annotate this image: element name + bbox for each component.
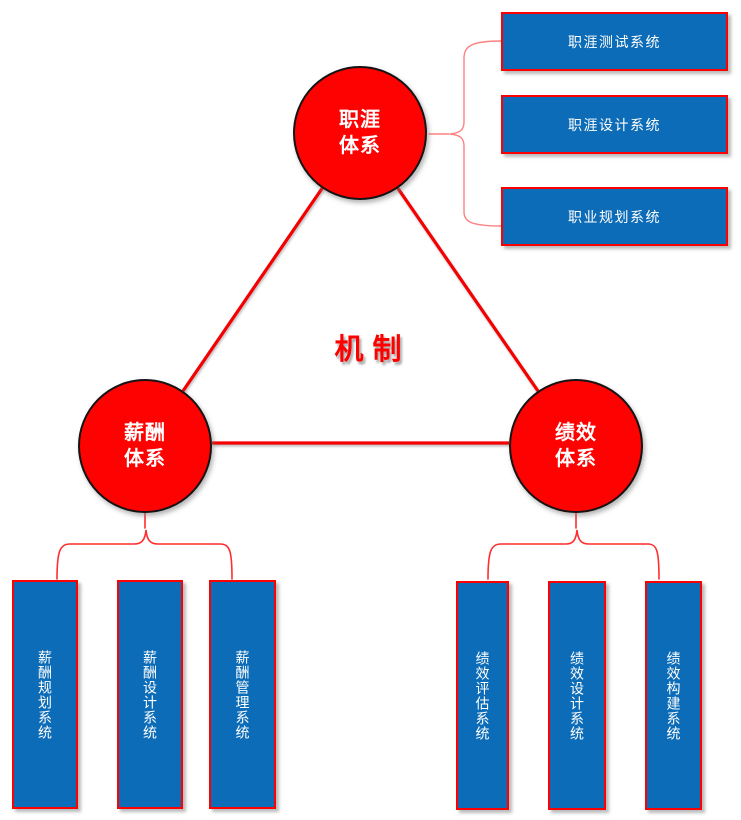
career-brace bbox=[449, 40, 502, 227]
career-system-box-2: 职涯设计系统 bbox=[501, 95, 728, 154]
performance-system-label-2: 绩效设计系统 bbox=[569, 650, 585, 741]
career-system-label-2: 职涯设计系统 bbox=[568, 116, 661, 133]
compensation-system-box-2: 薪酬设计系统 bbox=[117, 580, 183, 809]
triangle-edge-left bbox=[181, 186, 325, 392]
compensation-brace bbox=[56, 529, 233, 580]
performance-brace bbox=[487, 529, 660, 580]
career-system-label-1: 职涯测试系统 bbox=[568, 33, 661, 50]
performance-system-box-3: 绩效构建系统 bbox=[645, 581, 702, 810]
compensation-system-label-1: 薪酬规划系统 bbox=[37, 649, 53, 740]
triangle-edge-right bbox=[395, 186, 540, 392]
career-system-label-3: 职业规划系统 bbox=[568, 208, 661, 225]
compensation-system-label-3: 薪酬管理系统 bbox=[234, 649, 251, 740]
career-system-box-3: 职业规划系统 bbox=[501, 187, 728, 246]
center-label: 机制 bbox=[334, 334, 411, 366]
performance-system-label-3: 绩效构建系统 bbox=[665, 650, 682, 741]
node-career-label: 职涯 体系 bbox=[339, 109, 381, 157]
compensation-system-box-3: 薪酬管理系统 bbox=[209, 580, 276, 809]
career-system-box-1: 职涯测试系统 bbox=[501, 12, 728, 71]
performance-system-box-1: 绩效评估系统 bbox=[456, 581, 509, 810]
node-compensation-label: 薪酬 体系 bbox=[124, 422, 166, 470]
node-performance-label: 绩效 体系 bbox=[555, 422, 597, 470]
compensation-system-label-2: 薪酬设计系统 bbox=[142, 649, 158, 740]
compensation-system-box-1: 薪酬规划系统 bbox=[12, 580, 78, 809]
performance-system-label-1: 绩效评估系统 bbox=[474, 650, 491, 741]
triangle-edges bbox=[181, 186, 540, 445]
performance-system-box-2: 绩效设计系统 bbox=[548, 581, 606, 810]
node-career: 职涯 体系 bbox=[293, 66, 427, 200]
node-compensation: 薪酬 体系 bbox=[78, 379, 212, 513]
node-performance: 绩效 体系 bbox=[509, 379, 643, 513]
